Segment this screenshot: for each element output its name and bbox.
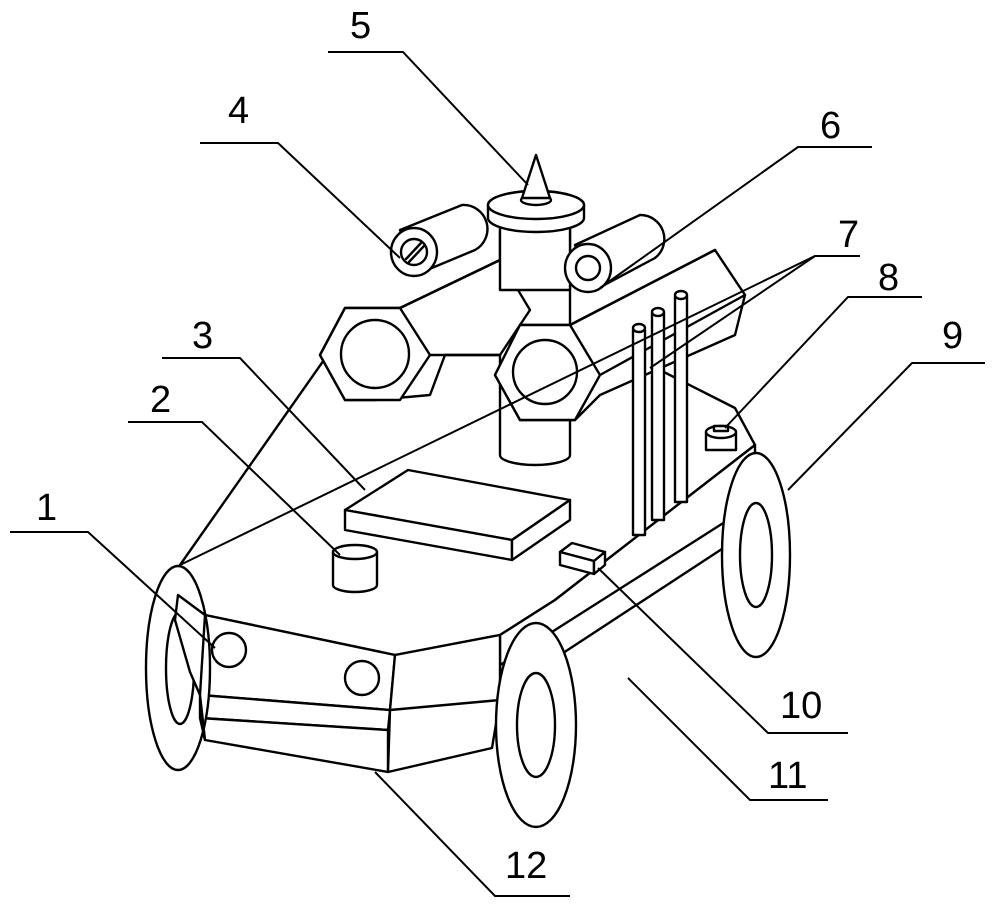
small-cylinder <box>331 543 379 594</box>
column-upper <box>486 189 586 292</box>
callout-8: 8 <box>878 257 899 299</box>
callout-5: 5 <box>350 5 371 47</box>
callout-6: 6 <box>820 105 841 147</box>
leader-11 <box>627 677 828 801</box>
small-box <box>558 541 607 576</box>
antenna-array <box>631 289 689 537</box>
callout-7: 7 <box>838 214 859 256</box>
leader-9 <box>787 362 985 491</box>
leader-1 <box>10 531 216 649</box>
cone-sensor <box>520 153 552 200</box>
callout-3: 3 <box>192 315 213 357</box>
callout-1: 1 <box>36 487 57 529</box>
leader-lines <box>10 51 985 897</box>
left-hex-barrel <box>318 258 532 402</box>
leader-5 <box>328 51 529 186</box>
leader-2 <box>128 421 341 556</box>
callout-2: 2 <box>150 379 171 421</box>
callout-10: 10 <box>780 685 822 727</box>
callout-11: 11 <box>768 755 807 797</box>
left-camera <box>389 203 489 278</box>
wheel-front-left <box>144 564 212 772</box>
callout-labels: 1 2 3 4 5 6 7 8 9 10 11 12 <box>36 5 963 887</box>
leader-8 <box>724 296 922 429</box>
leader-4 <box>200 142 401 259</box>
wheel-front-right <box>494 621 578 829</box>
flat-panel <box>343 468 572 562</box>
leader-6 <box>599 146 872 289</box>
callout-4: 4 <box>228 90 249 132</box>
leader-7b <box>649 255 816 369</box>
leader-10 <box>597 567 848 734</box>
top-button <box>704 424 738 452</box>
right-camera <box>563 213 666 294</box>
wheel-rear-right <box>720 451 792 659</box>
headlights <box>210 631 381 697</box>
leader-12 <box>374 771 570 897</box>
callout-9: 9 <box>942 315 963 357</box>
callout-12: 12 <box>505 845 547 887</box>
leader-3 <box>162 357 366 491</box>
